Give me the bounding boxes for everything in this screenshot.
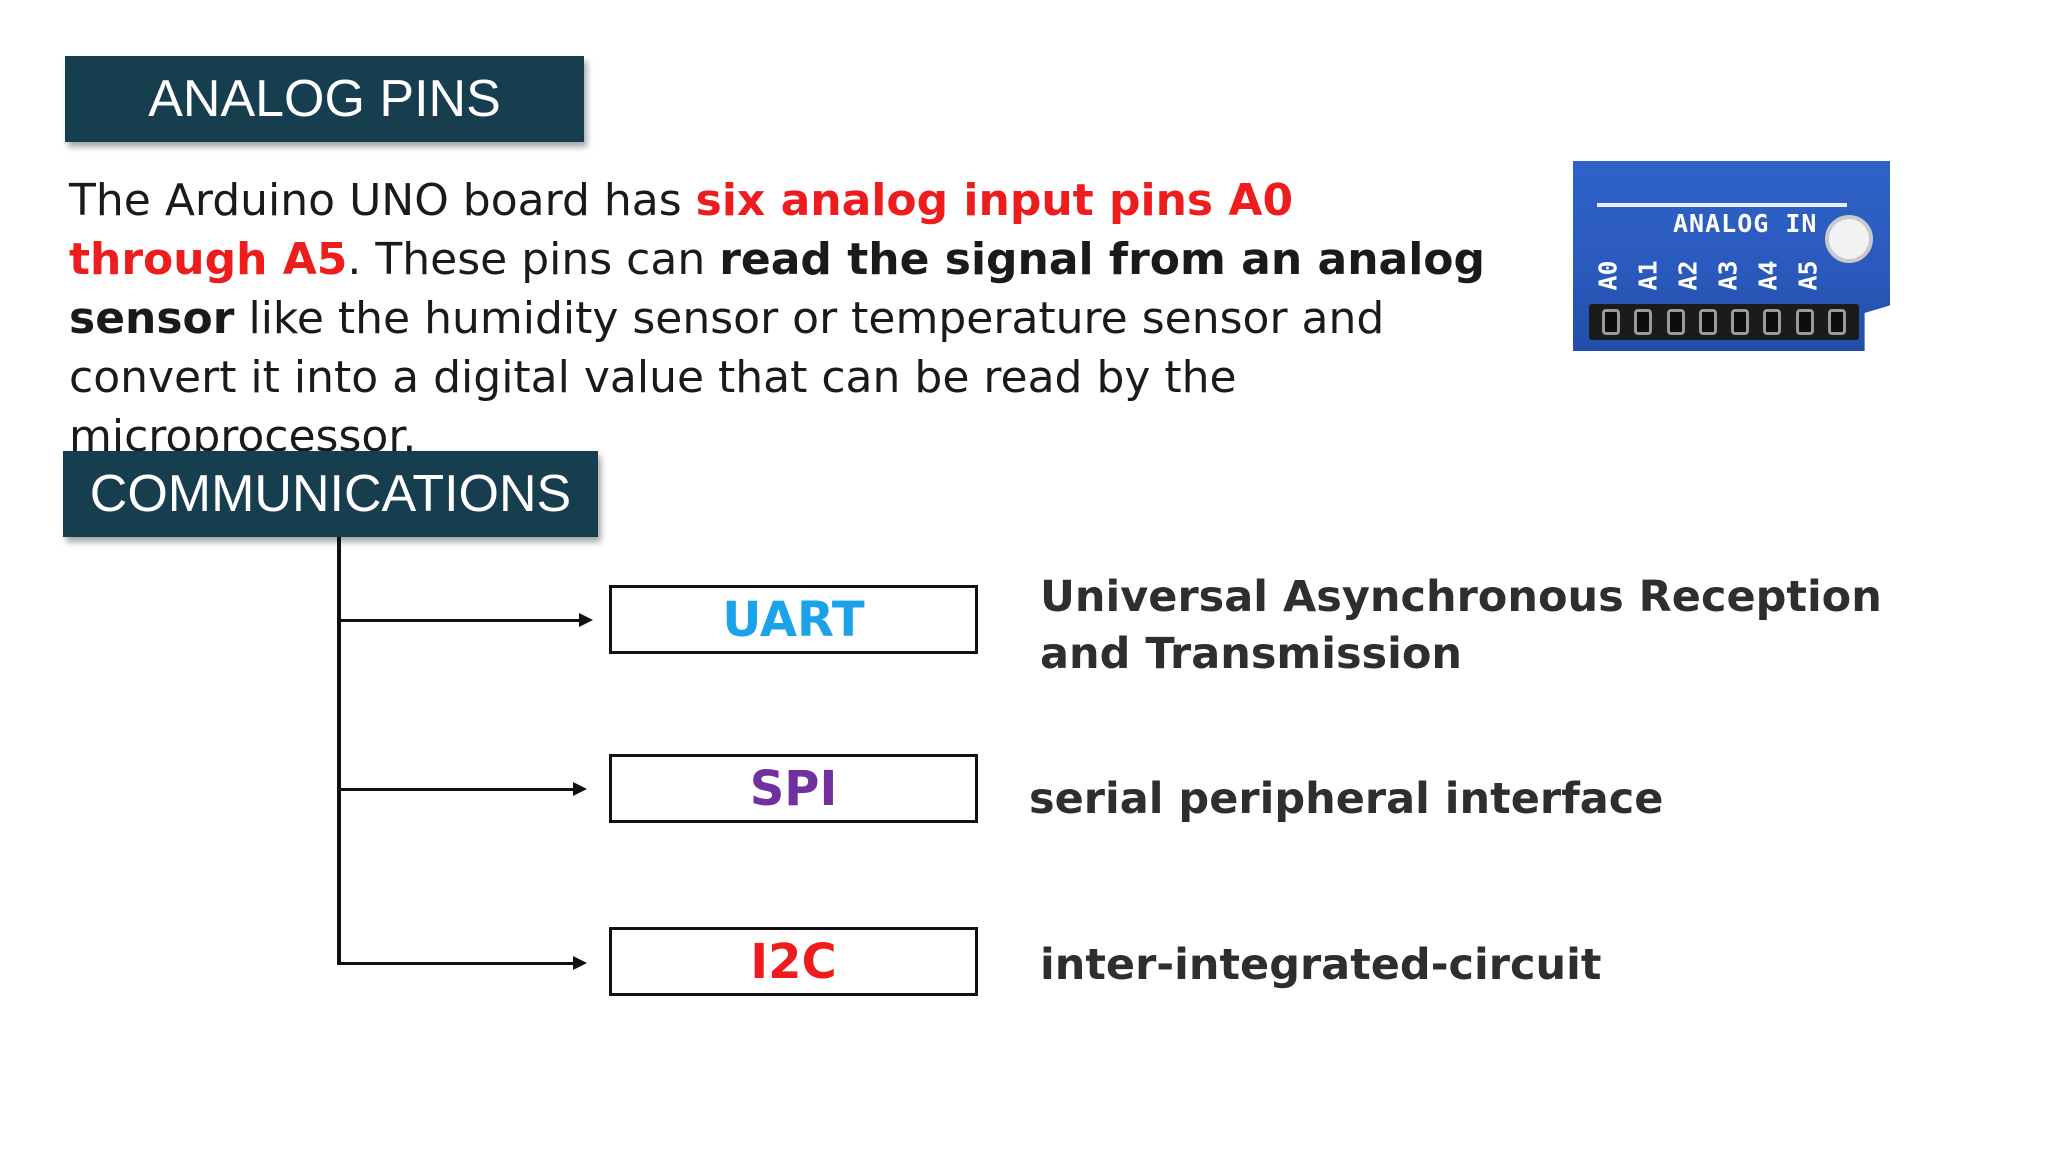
uart-box: UART <box>609 585 978 654</box>
board-pin-labels: A0 A1 A2 A3 A4 A5 <box>1591 239 1831 314</box>
analog-header-image: ANALOG IN A0 A1 A2 A3 A4 A5 <box>1573 161 1890 351</box>
paragraph-text-2: . These pins can <box>347 234 720 285</box>
i2c-box: I2C <box>609 927 978 996</box>
female-pin-header-icon <box>1589 304 1859 340</box>
pin-label: A3 <box>1713 259 1743 291</box>
mounting-hole-icon <box>1825 215 1873 263</box>
analog-pins-header-text: ANALOG PINS <box>148 70 501 128</box>
uart-description: Universal Asynchronous Reception and Tra… <box>1040 572 1882 679</box>
tree-trunk-line <box>337 537 341 965</box>
arrow-i2c-icon <box>573 956 587 970</box>
arrow-uart-icon <box>579 613 593 627</box>
pin-label: A4 <box>1753 259 1783 291</box>
communications-header: COMMUNICATIONS <box>63 451 598 537</box>
pin-label: A0 <box>1593 259 1623 291</box>
analog-pins-header: ANALOG PINS <box>65 56 584 142</box>
connector-i2c-line <box>337 962 583 965</box>
paragraph-highlight-pins: six analog input pins A0 through A5 <box>69 175 1294 285</box>
pin-label: A2 <box>1673 259 1703 291</box>
paragraph-highlight-sensor: read the signal from an analog sensor <box>69 234 1486 344</box>
pin-label: A1 <box>1633 259 1663 291</box>
i2c-label: I2C <box>750 933 837 990</box>
analog-pins-paragraph: The Arduino UNO board has six analog inp… <box>69 171 1489 466</box>
connector-spi-line <box>337 788 583 791</box>
i2c-description: inter-integrated-circuit <box>1040 940 1602 990</box>
board-silkscreen-line <box>1597 203 1847 207</box>
arrow-spi-icon <box>573 782 587 796</box>
connector-uart-line <box>337 619 589 622</box>
spi-label: SPI <box>749 760 838 817</box>
spi-description: serial peripheral interface <box>1029 774 1664 824</box>
uart-label: UART <box>722 591 865 648</box>
spi-box: SPI <box>609 754 978 823</box>
paragraph-text-3: like the humidity sensor or temperature … <box>69 293 1385 462</box>
board-title: ANALOG IN <box>1673 209 1818 238</box>
pin-label: A5 <box>1793 259 1823 291</box>
paragraph-text-1: The Arduino UNO board has <box>69 175 696 226</box>
communications-header-text: COMMUNICATIONS <box>89 465 572 523</box>
